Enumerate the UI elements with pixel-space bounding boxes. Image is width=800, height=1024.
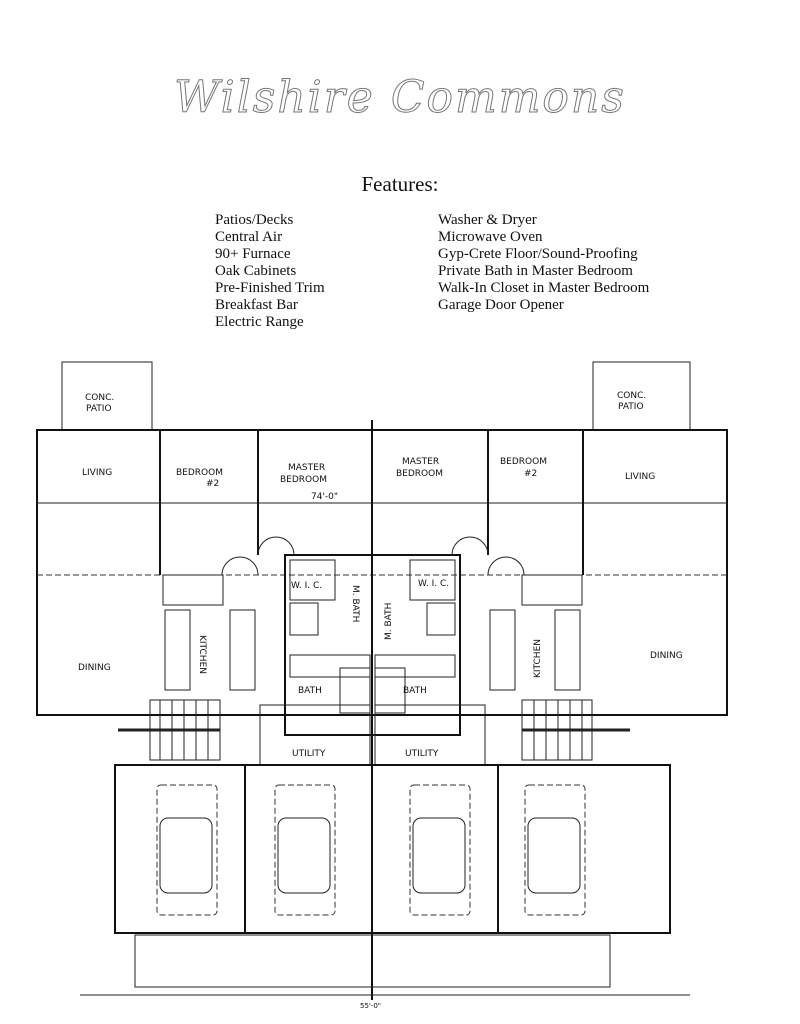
dimension-label: 74'-0": [311, 492, 338, 502]
room-label-bedroom2: #2: [206, 479, 219, 489]
car-icons: [156, 784, 586, 916]
room-label-mbath: M. BATH: [384, 603, 394, 640]
patio-label: CONC.: [85, 393, 114, 403]
bath-block: [284, 554, 461, 736]
room-label-utility: UTILITY: [405, 749, 439, 759]
page-title: Wilshire Commons: [174, 72, 626, 124]
feature-item: Breakfast Bar: [215, 297, 298, 313]
room-label-master: BEDROOM: [396, 469, 443, 479]
feature-item: 90+ Furnace: [215, 246, 291, 262]
feature-item: Garage Door Opener: [438, 297, 564, 313]
room-label-master: MASTER: [402, 457, 439, 467]
room-label-living: LIVING: [625, 472, 655, 482]
room-label-dining: DINING: [650, 651, 683, 661]
features-list-left: Patios/Decks Central Air 90+ Furnace Oak…: [215, 212, 325, 331]
feature-item: Pre-Finished Trim: [215, 280, 325, 296]
room-label-bath: BATH: [298, 686, 322, 696]
feature-item: Microwave Oven: [438, 229, 543, 245]
feature-item: Gyp-Crete Floor/Sound-Proofing: [438, 246, 638, 262]
room-label-kitchen: KITCHEN: [533, 639, 543, 678]
room-label-kitchen: KITCHEN: [197, 635, 207, 674]
room-label-dining: DINING: [78, 663, 111, 673]
room-label-bedroom2: BEDROOM: [500, 457, 547, 467]
building-outline: [36, 429, 728, 716]
dimension-label: 55'-0": [360, 1002, 381, 1010]
features-list-right: Washer & Dryer Microwave Oven Gyp-Crete …: [438, 212, 649, 314]
feature-item: Electric Range: [215, 314, 304, 330]
patio-label: PATIO: [618, 402, 644, 412]
feature-item: Private Bath in Master Bedroom: [438, 263, 633, 279]
room-label-bath: BATH: [403, 686, 427, 696]
room-label-bedroom2: BEDROOM: [176, 468, 223, 478]
room-label-utility: UTILITY: [292, 749, 326, 759]
features-heading: Features:: [361, 172, 439, 196]
room-label-bedroom2: #2: [524, 469, 537, 479]
feature-item: Central Air: [215, 229, 283, 245]
room-label-mbath: M. BATH: [350, 585, 360, 622]
patio-label: CONC.: [617, 391, 646, 401]
room-label-master: MASTER: [288, 463, 325, 473]
garage: [114, 764, 671, 934]
feature-item: Oak Cabinets: [215, 263, 297, 279]
room-label-wic: W. I. C.: [291, 581, 322, 591]
room-label-master: BEDROOM: [280, 475, 327, 485]
feature-item: Washer & Dryer: [438, 212, 537, 228]
feature-item: Patios/Decks: [215, 212, 294, 228]
room-label-living: LIVING: [82, 468, 112, 478]
room-label-wic: W. I. C.: [418, 579, 449, 589]
feature-item: Walk-In Closet in Master Bedroom: [438, 280, 650, 296]
patio-label: PATIO: [86, 404, 112, 414]
